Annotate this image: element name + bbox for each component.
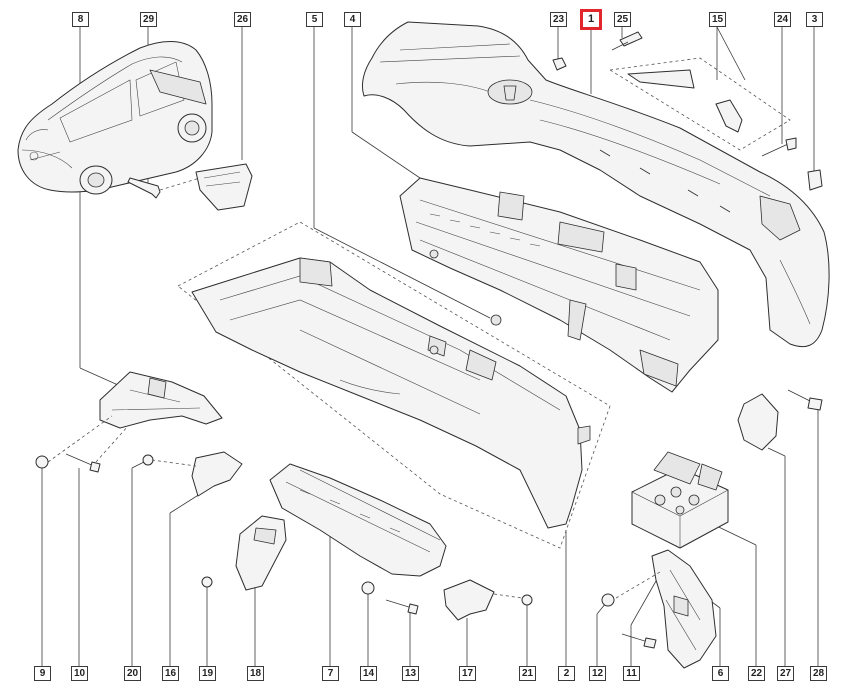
callout-22[interactable]: 22 (748, 666, 765, 681)
part-15-trim (608, 57, 791, 151)
part-22-fixing-kit (631, 451, 729, 549)
part-24-bolt (761, 137, 797, 157)
part-9-nut (35, 455, 49, 469)
part-19-nut (201, 576, 213, 588)
part-29-clip (127, 177, 201, 199)
callout-13[interactable]: 13 (402, 666, 419, 681)
part-10-bolt (65, 453, 101, 473)
nut-center (490, 314, 502, 326)
part-28-screw (787, 389, 823, 411)
part-16-guide (151, 451, 243, 497)
callout-28[interactable]: 28 (810, 666, 827, 681)
callout-12[interactable]: 12 (589, 666, 606, 681)
part-21-nut (521, 594, 533, 606)
vehicle-illustration (17, 41, 213, 195)
callout-7[interactable]: 7 (322, 666, 339, 681)
callout-5[interactable]: 5 (306, 12, 323, 27)
part-6-side-bracket (651, 549, 717, 669)
part-2-diffuser (191, 257, 591, 529)
part-12-nut (601, 593, 615, 607)
callout-14[interactable]: 14 (360, 666, 377, 681)
callout-16[interactable]: 16 (162, 666, 179, 681)
part-13-bolt (385, 599, 419, 615)
part-14-nut (361, 581, 375, 595)
part-27-bracket (737, 393, 779, 451)
part-26-bracket (195, 163, 253, 211)
part-7-guide-rail (269, 463, 447, 577)
callout-15[interactable]: 15 (709, 12, 726, 27)
callout-24[interactable]: 24 (774, 12, 791, 27)
callout-8[interactable]: 8 (72, 12, 89, 27)
callout-6[interactable]: 6 (712, 666, 729, 681)
callout-11[interactable]: 11 (623, 666, 640, 681)
part-4-bumper-beam (399, 177, 719, 393)
callout-18[interactable]: 18 (247, 666, 264, 681)
part-1-bumper-cover (361, 21, 830, 348)
callout-25[interactable]: 25 (614, 12, 631, 27)
callout-9[interactable]: 9 (34, 666, 51, 681)
callout-26[interactable]: 26 (234, 12, 251, 27)
callout-29[interactable]: 29 (140, 12, 157, 27)
callout-23[interactable]: 23 (550, 12, 567, 27)
part-23-clip (552, 57, 567, 71)
part-8-side-bracket (99, 371, 223, 429)
callout-17[interactable]: 17 (459, 666, 476, 681)
callout-19[interactable]: 19 (199, 666, 216, 681)
callout-4[interactable]: 4 (344, 12, 361, 27)
callout-1-selected[interactable]: 1 (580, 9, 602, 30)
part-18-bracket (235, 515, 287, 591)
part-2-outline (177, 221, 611, 549)
part-17-guide (443, 579, 523, 621)
callout-2[interactable]: 2 (558, 666, 575, 681)
callout-27[interactable]: 27 (777, 666, 794, 681)
part-20-nut (142, 454, 154, 466)
part-3-clip (807, 169, 823, 191)
callout-3[interactable]: 3 (806, 12, 823, 27)
callout-20[interactable]: 20 (124, 666, 141, 681)
part-25-bolt (611, 31, 643, 51)
callout-10[interactable]: 10 (71, 666, 88, 681)
callout-21[interactable]: 21 (519, 666, 536, 681)
part-11-bolt (621, 633, 657, 649)
